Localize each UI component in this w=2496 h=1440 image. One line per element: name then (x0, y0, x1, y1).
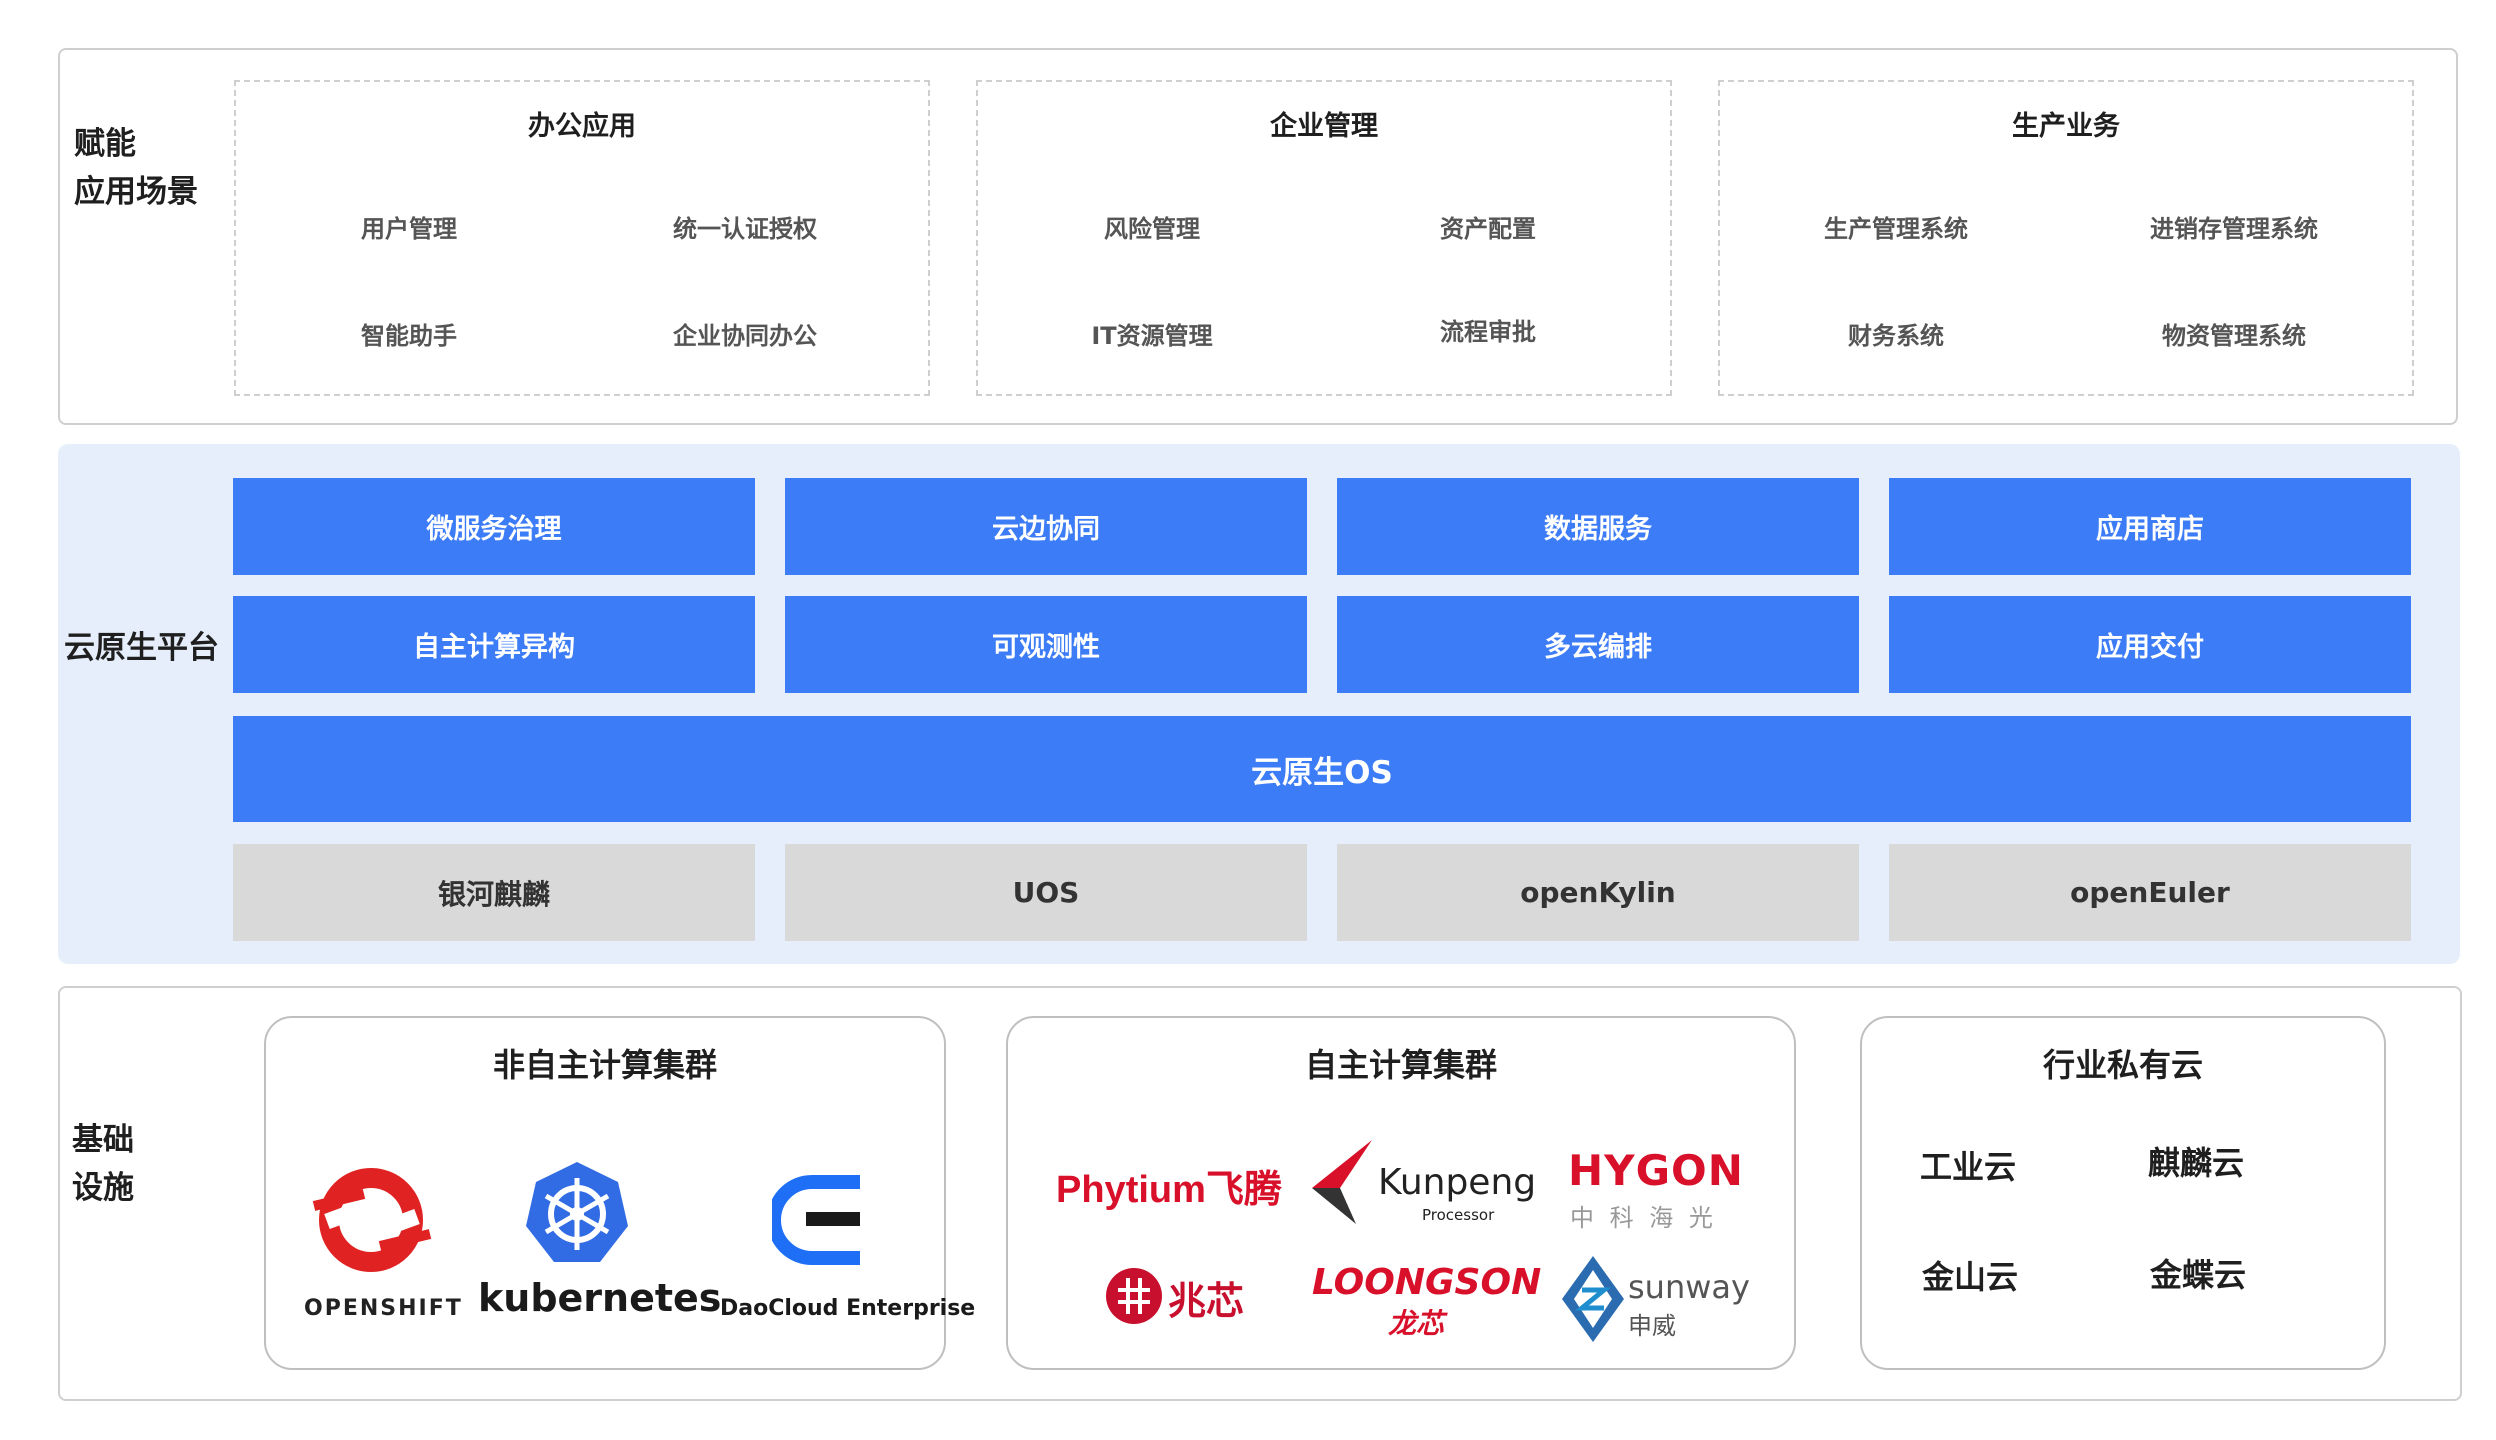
kunpeng-icon (1312, 1140, 1372, 1224)
hygon-logo: HYGON (1568, 1146, 1744, 1195)
private-cloud-item: 金蝶云 (2150, 1256, 2247, 1294)
autonomous-cluster-card: 自主计算集群 Phytium飞腾 Kunpeng Processor HYGON… (1006, 1016, 1796, 1370)
hygon-subtext: 中 科 海 光 (1570, 1204, 1717, 1232)
sunway-subtext: 申威 (1628, 1312, 1676, 1340)
daocloud-text: DaoCloud Enterprise (720, 1296, 976, 1321)
infra-card-title: 行业私有云 (2042, 1046, 2203, 1084)
daocloud-icon (767, 1175, 860, 1265)
scenario-card-production: 生产业务 生产管理系统 进销存管理系统 财务系统 物资管理系统 (1718, 80, 2414, 396)
scenario-section-label: 赋能 应用场景 (74, 120, 198, 216)
kubernetes-text: kubernetes (478, 1276, 722, 1320)
zhaoxin-logo (1104, 1266, 1164, 1326)
loongson-subtext: 龙芯 (1388, 1307, 1445, 1340)
cloud-native-os-bar: 云原生OS (233, 716, 2411, 822)
scenario-item: 生产管理系统 (1824, 215, 1968, 243)
kunpeng-text: Kunpeng (1378, 1162, 1537, 1203)
private-cloud-item: 麒麟云 (2148, 1144, 2245, 1182)
phytium-logo: Phytium飞腾 (1056, 1169, 1282, 1211)
infra-section: 基础 设施 非自主计算集群 OPENSHIFT (58, 986, 2462, 1401)
scenario-item: 企业协同办公 (673, 322, 817, 350)
platform-module: 云边协同 (785, 478, 1307, 575)
scenario-section: 赋能 应用场景 办公应用 用户管理 统一认证授权 智能助手 企业协同办公 企业管… (58, 48, 2458, 425)
openshift-logo (306, 1168, 436, 1298)
private-cloud-item: 金山云 (1922, 1258, 2019, 1296)
scenario-item: 资产配置 (1440, 215, 1536, 243)
platform-section: 云原生平台 微服务治理 云边协同 数据服务 应用商店 自主计算异构 可观测性 多… (58, 444, 2460, 964)
daocloud-logo (767, 1170, 872, 1270)
private-cloud-card: 行业私有云 工业云 麒麟云 金山云 金蝶云 (1860, 1016, 2386, 1370)
kunpeng-subtext: Processor (1422, 1206, 1495, 1224)
sunway-logo (1560, 1254, 1626, 1344)
sunway-text: sunway (1628, 1268, 1750, 1306)
scenario-card-title: 企业管理 (1270, 111, 1378, 142)
infra-card-title: 非自主计算集群 (492, 1046, 717, 1084)
sunway-icon (1562, 1256, 1624, 1342)
zhaoxin-text: 兆芯 (1168, 1279, 1245, 1323)
scenario-item: 智能助手 (361, 322, 457, 350)
openshift-icon (312, 1168, 432, 1272)
platform-module: 多云编排 (1337, 596, 1859, 693)
scenario-card-title: 生产业务 (2012, 111, 2120, 142)
platform-module: 应用商店 (1889, 478, 2411, 575)
non-autonomous-cluster-card: 非自主计算集群 OPENSHIFT (264, 1016, 975, 1370)
scenario-item: 物资管理系统 (2162, 322, 2306, 350)
loongson-logo: LOONGSON (1312, 1262, 1542, 1303)
scenario-item: 用户管理 (361, 215, 457, 243)
kubernetes-icon (526, 1162, 628, 1262)
scenario-item: 统一认证授权 (673, 215, 817, 243)
infra-label-line1: 基础 (72, 1122, 134, 1158)
infra-label-line2: 设施 (72, 1170, 134, 1206)
platform-section-label: 云原生平台 (64, 630, 219, 666)
scenario-item: 风险管理 (1104, 215, 1200, 243)
private-cloud-item: 工业云 (1920, 1148, 2017, 1186)
openshift-text: OPENSHIFT (304, 1296, 463, 1321)
os-distro: openEuler (1889, 844, 2411, 941)
scenario-item: IT资源管理 (1091, 322, 1213, 350)
infra-card-title: 自主计算集群 (1304, 1046, 1497, 1084)
scenario-card-enterprise: 企业管理 风险管理 资产配置 IT资源管理 流程审批 (976, 80, 1672, 396)
platform-module: 数据服务 (1337, 478, 1859, 575)
scenario-label-line1: 赋能 (74, 126, 136, 162)
platform-module: 可观测性 (785, 596, 1307, 693)
platform-module: 自主计算异构 (233, 596, 755, 693)
zhaoxin-icon (1106, 1268, 1162, 1324)
os-distro: UOS (785, 844, 1307, 941)
scenario-card-office: 办公应用 用户管理 统一认证授权 智能助手 企业协同办公 (234, 80, 930, 396)
scenario-item: 进销存管理系统 (2150, 215, 2318, 243)
os-distro: openKylin (1337, 844, 1859, 941)
platform-module: 应用交付 (1889, 596, 2411, 693)
scenario-item: 流程审批 (1440, 318, 1536, 346)
scenario-card-title: 办公应用 (528, 111, 636, 142)
platform-module: 微服务治理 (233, 478, 755, 575)
scenario-label-line2: 应用场景 (74, 174, 198, 210)
kunpeng-logo (1310, 1136, 1380, 1226)
kubernetes-logo (522, 1158, 632, 1268)
infra-section-label: 基础 设施 (72, 1116, 134, 1212)
scenario-item: 财务系统 (1848, 322, 1944, 350)
os-distro: 银河麒麟 (233, 844, 755, 941)
